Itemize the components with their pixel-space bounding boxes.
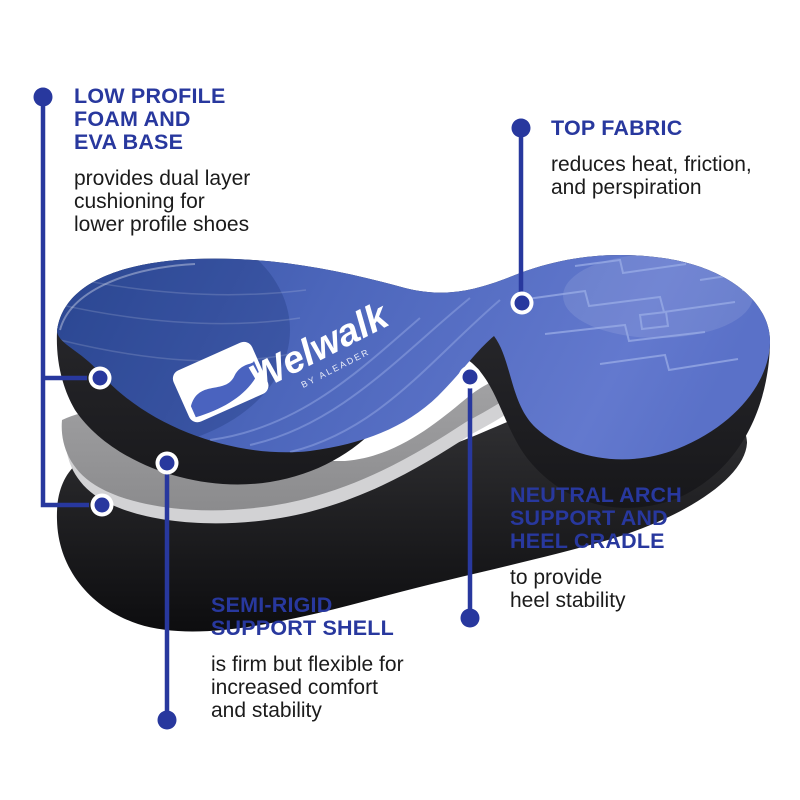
fabric-highlight	[563, 254, 753, 338]
connector-low-profile	[40, 97, 89, 508]
callout-body-line: and stability	[211, 699, 322, 722]
connector-ring-dot	[90, 493, 114, 517]
connector-dot	[511, 118, 531, 138]
fabric-circuit-lines	[519, 258, 771, 372]
connector-ring-dot	[88, 366, 112, 390]
callout-title-line: SUPPORT SHELL	[211, 616, 394, 640]
callout-title-line: HEEL CRADLE	[510, 529, 665, 553]
callout-body-line: is firm but flexible for	[211, 653, 404, 676]
callout-body: reduces heat, friction, and perspiration	[551, 153, 752, 199]
callout-title: NEUTRAL ARCH SUPPORT AND HEEL CRADLE	[510, 484, 682, 553]
connector-dot	[460, 608, 480, 628]
callout-body-line: to provide	[510, 566, 603, 589]
callout-title: LOW PROFILE FOAM AND EVA BASE	[74, 85, 250, 154]
callout-title-line: EVA BASE	[74, 130, 184, 154]
callout-low-profile: LOW PROFILE FOAM AND EVA BASE provides d…	[74, 85, 250, 237]
callout-body: provides dual layer cushioning for lower…	[74, 167, 250, 236]
callout-neutral-arch: NEUTRAL ARCH SUPPORT AND HEEL CRADLE to …	[510, 484, 682, 613]
callout-body-line: increased comfort	[211, 676, 378, 699]
connector-ring-dot	[155, 451, 179, 475]
callout-body-line: provides dual layer	[74, 167, 251, 190]
callout-body-line: and perspiration	[551, 176, 702, 199]
connector-dot	[157, 710, 177, 730]
callout-title-line: SUPPORT AND	[510, 506, 668, 530]
connector-dot	[33, 87, 53, 107]
insole-top-fabric: Welwalk BY ALEADER	[57, 254, 771, 460]
callout-top-fabric: TOP FABRIC reduces heat, friction, and p…	[551, 117, 752, 200]
callout-title: SEMI-RIGID SUPPORT SHELL	[211, 594, 404, 640]
fabric-edge-highlight	[59, 263, 196, 331]
fabric-flow-lines	[209, 297, 501, 453]
connector-dots	[33, 87, 534, 730]
callout-body: to provide heel stability	[510, 566, 682, 612]
connector-ring-dot	[458, 365, 482, 389]
callout-title: TOP FABRIC	[551, 117, 752, 140]
wave-logo-icon	[172, 341, 269, 423]
callout-body-line: cushioning for	[74, 190, 205, 213]
connector-ring-dot	[510, 291, 534, 315]
callout-body: is firm but flexible for increased comfo…	[211, 653, 404, 722]
callout-body-line: reduces heat, friction,	[551, 153, 752, 176]
callout-body-line: lower profile shoes	[74, 213, 250, 236]
callout-title-line: FOAM AND	[74, 107, 191, 131]
callout-title-line: SEMI-RIGID	[211, 593, 333, 617]
callout-title-line: LOW PROFILE	[74, 84, 226, 108]
connector-lines	[40, 97, 524, 720]
callout-title-line: TOP FABRIC	[551, 116, 683, 140]
callout-body-line: heel stability	[510, 589, 626, 612]
callout-semi-rigid: SEMI-RIGID SUPPORT SHELL is firm but fle…	[211, 594, 404, 723]
callout-title-line: NEUTRAL ARCH	[510, 483, 683, 507]
